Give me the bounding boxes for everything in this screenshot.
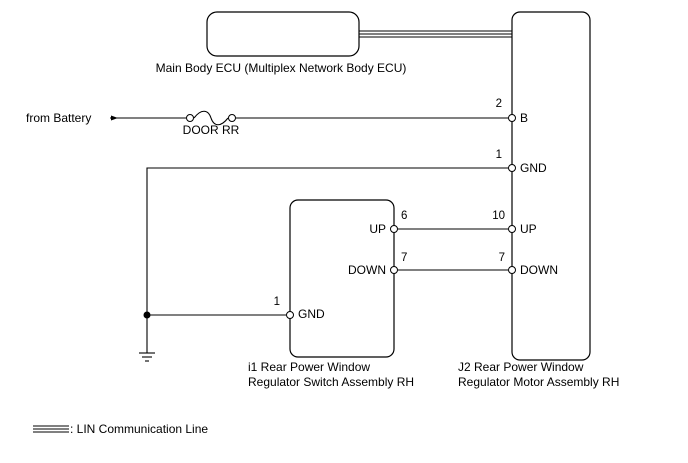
motor-assembly-box [511, 11, 591, 361]
ground-symbol-icon [139, 352, 155, 362]
switch-assembly-box [289, 199, 395, 358]
switch-assembly-label-line1: i1 Rear Power Window [248, 360, 370, 374]
lin-communication-line [359, 30, 512, 38]
motor-pin-down-name: DOWN [520, 263, 558, 277]
battery-label: from Battery [26, 111, 91, 125]
motor-pin-b-number: 2 [496, 98, 502, 110]
ground-wire [146, 167, 508, 353]
motor-assembly-label-line1: J2 Rear Power Window [458, 360, 584, 374]
motor-pin-b-name: B [520, 111, 528, 125]
legend-label: : LIN Communication Line [70, 422, 208, 436]
switch-pin-gnd-terminal [286, 311, 294, 319]
switch-pin-up-terminal [390, 225, 398, 233]
motor-pin-up-terminal [508, 225, 516, 233]
switch-pin-up-number: 6 [401, 210, 407, 222]
switch-pin-gnd-number: 1 [274, 296, 280, 308]
legend-lin-line-icon [33, 425, 69, 433]
motor-pin-down-terminal [508, 266, 516, 274]
switch-pin-gnd-name: GND [298, 307, 325, 321]
motor-pin-up-number: 10 [492, 210, 505, 222]
switch-pin-down-number: 7 [401, 252, 407, 264]
main-body-ecu-box [206, 11, 360, 57]
motor-pin-down-number: 7 [499, 252, 505, 264]
main-body-ecu-label: Main Body ECU (Multiplex Network Body EC… [156, 61, 407, 75]
motor-pin-gnd-name: GND [520, 161, 547, 175]
motor-pin-gnd-terminal [508, 164, 516, 172]
fuse-label: DOOR RR [183, 123, 240, 137]
motor-pin-up-name: UP [520, 222, 537, 236]
motor-assembly-label-line2: Regulator Motor Assembly RH [458, 375, 619, 389]
switch-assembly-label-line2: Regulator Switch Assembly RH [248, 375, 414, 389]
fuse-icon [186, 110, 236, 126]
switch-pin-down-terminal [390, 266, 398, 274]
arrow-right-icon [111, 115, 118, 121]
switch-pin-down-name: DOWN [348, 263, 386, 277]
motor-pin-b-terminal [508, 114, 516, 122]
switch-pin-up-name: UP [369, 222, 386, 236]
motor-pin-gnd-number: 1 [496, 149, 502, 161]
